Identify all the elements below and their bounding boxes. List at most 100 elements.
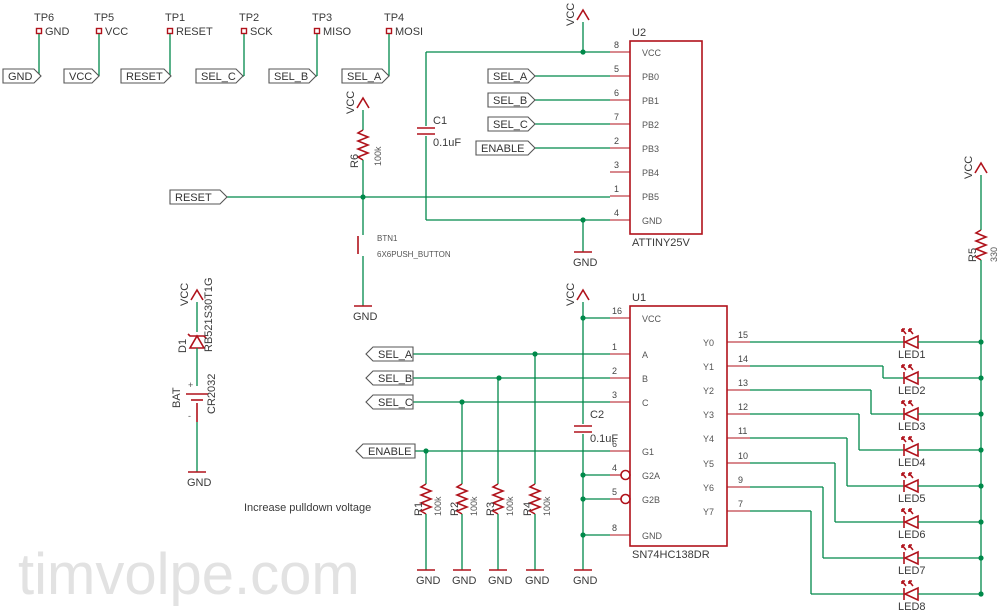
gnd-label: GND [452,575,477,587]
led-8: LED8 [750,510,984,613]
test-point-ref: TP2 [239,12,259,24]
u1-vcc-symbol: VCC [565,283,590,306]
test-point-net: MISO [323,26,352,38]
net-label-text: SEL_A [493,71,528,83]
vcc-arrow [356,96,370,109]
led-ref: LED1 [898,349,926,361]
u1-inverted-pin-bubble [620,493,631,505]
u1-pin-number: 12 [738,402,748,412]
net-label-text: SEL_B [274,71,308,83]
u2-vcc-symbol: VCC [565,3,590,26]
led-arrow [901,328,907,335]
led-2: LED2 [750,364,984,397]
test-point-ref: TP4 [384,12,404,24]
vcc-arrow [974,161,988,174]
led-6: LED6 [750,462,984,541]
net-label-box [268,68,317,84]
net-label-box [365,346,414,362]
junction-dot [580,472,586,478]
net-label-text: SEL_B [493,95,527,107]
u1-pin-number: 9 [738,475,743,485]
u1-part: SN74HC138DR [632,549,710,561]
led-arrow [908,508,914,515]
pulldown-value: 100k [505,496,515,516]
junction-dot [978,519,984,525]
led-arrow [901,364,907,371]
net-label-box [487,92,536,108]
gnd-label: GND [416,575,441,587]
net-label-text: RESET [126,71,163,83]
u1-pin-name: G1 [642,447,654,457]
net-label-box [487,68,536,84]
u1-net-label-sel_b: SEL_B [365,370,414,386]
led-ref: LED6 [898,529,926,541]
junction-dot [978,411,984,417]
u1-pin-name: Y4 [703,434,714,444]
u1-pin-name: Y3 [703,410,714,420]
u1-pin-number: 15 [738,330,748,340]
gnd-label: GND [573,257,598,269]
bat-minus: - [188,411,191,421]
pulldown-ref: R2 [449,502,461,516]
u1-pin-name: C [642,398,649,408]
test-point-ref: TP5 [94,12,114,24]
u2-pin-number: 6 [614,88,619,98]
u1-pin-number: 2 [612,366,617,376]
u2-pin-number: 7 [614,112,619,122]
vcc-label: VCC [179,283,191,306]
u1-pin-name: Y7 [703,507,714,517]
vcc-label: VCC [963,156,975,179]
led-3: LED3 [750,389,984,433]
net-label-text: RESET [175,192,212,204]
u2-pin-name: PB3 [642,144,659,154]
test-point-ref: TP3 [312,12,332,24]
u1-pin-number: 10 [738,451,748,461]
u2-pin-number: 5 [614,64,619,74]
led-arrow [908,400,914,407]
d1-value: RB521S30T1G [203,277,215,352]
test-point-net: VCC [105,26,128,38]
u1-pin-number: 7 [738,499,743,509]
u1-net-label-enable: ENABLE [355,443,416,459]
u1-pin-name: Y6 [703,483,714,493]
led-ref: LED2 [898,385,926,397]
net-label-text: SEL_B [378,373,412,385]
u1-sn74hc138: U1SN74HC138DR16VCC1A2B3C6G14G2A5G2B8GND1… [413,292,750,570]
pulldown-gnd-symbol: GND [488,569,513,587]
junction-dot [978,339,984,345]
c2-value: 0.1uF [590,433,618,445]
gnd-label: GND [353,311,378,323]
u2-pin-name: GND [642,216,663,226]
pulldown-note: Increase pulldown voltage [244,502,371,514]
watermark-text: timvolpe.com [18,542,360,607]
u2-body [629,40,703,235]
u1-pin-number: 1 [612,342,617,352]
test-point-pad [166,27,174,35]
net-label-text: SEL_A [347,71,382,83]
u1-pin-name: VCC [642,314,662,324]
test-point-pad [240,27,248,35]
led-arrow [908,436,914,443]
led-4: LED4 [750,413,984,469]
led-ref: LED8 [898,601,926,613]
u1-pin-number: 14 [738,354,748,364]
led-arrow [908,364,914,371]
junction-dot [978,555,984,561]
u1-pin-number: 8 [612,523,617,533]
junction-dot [978,447,984,453]
u2-net-label-enable: ENABLE [475,140,536,156]
d1-ref: D1 [177,339,189,353]
net-label-reset: RESET [120,68,172,84]
test-point-net: MOSI [395,26,423,38]
bat-vcc-symbol: VCC [179,283,204,306]
u1-pin-name: A [642,350,648,360]
test-point-net: RESET [176,26,213,38]
pulldown-ref: R3 [485,502,497,516]
gnd-label: GND [525,575,550,587]
c1-value: 0.1uF [433,137,461,149]
